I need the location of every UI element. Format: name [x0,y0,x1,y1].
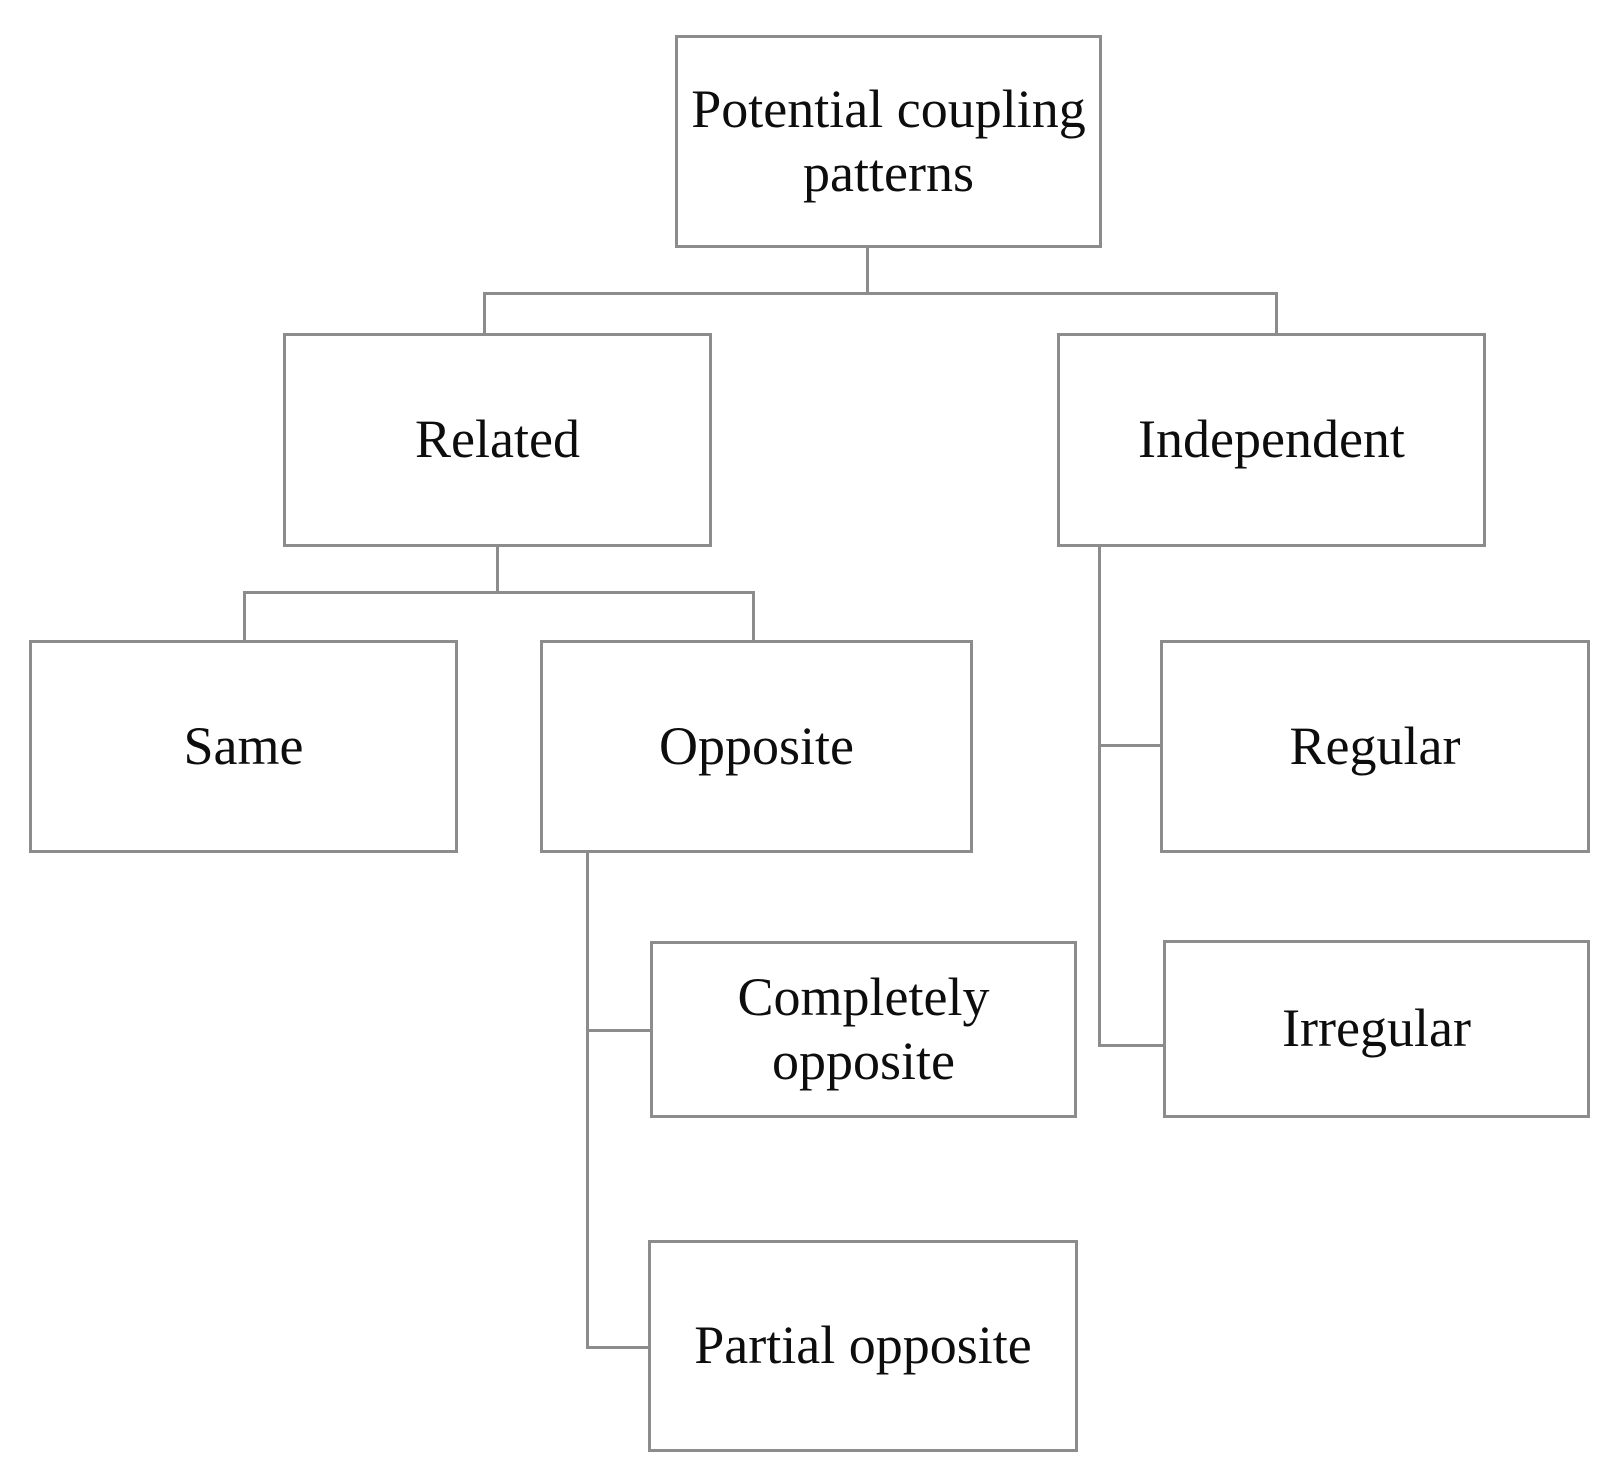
node-label: Regular [1289,715,1461,776]
node-same: Same [29,640,458,853]
node-regular: Regular [1160,640,1590,853]
connector-root-to-related [483,292,486,336]
node-label: Opposite [659,715,854,776]
connector-related-bus [243,591,755,594]
connector-related-stem [496,547,499,594]
connector-related-to-same [243,591,246,643]
node-label: Independent [1138,409,1405,470]
connector-independent-to-regular [1098,744,1163,747]
node-related: Related [283,333,712,547]
node-independent: Independent [1057,333,1486,547]
connector-related-to-opposite [752,591,755,643]
node-irregular: Irregular [1163,940,1590,1118]
node-label: Same [183,715,304,776]
node-label: Partial opposite [694,1315,1032,1376]
node-potential-coupling-patterns: Potential coupling patterns [675,35,1102,248]
connector-root-stem [866,248,869,294]
node-opposite: Opposite [540,640,973,853]
connector-opposite-stem [586,853,589,1349]
connector-opposite-to-completely-opposite [586,1029,653,1032]
node-label: Potential coupling patterns [691,78,1086,203]
connector-independent-to-irregular [1098,1044,1166,1047]
connector-independent-stem [1098,547,1101,1047]
connector-root-to-independent [1275,292,1278,336]
node-partial-opposite: Partial opposite [648,1240,1078,1452]
node-completely-opposite: Completely opposite [650,941,1077,1118]
connector-opposite-to-partial-opposite [586,1346,651,1349]
node-label: Completely opposite [737,966,990,1091]
node-label: Irregular [1282,998,1471,1059]
node-label: Related [415,409,580,470]
connector-root-bus [483,292,1278,295]
